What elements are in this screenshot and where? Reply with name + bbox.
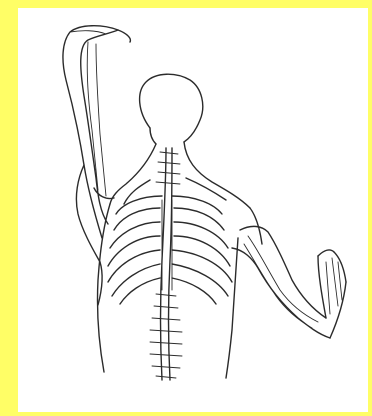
spine-icon [150, 148, 182, 380]
bent-arm-icon [232, 226, 346, 338]
raised-arm-icon [63, 26, 130, 305]
torso-outline-icon [97, 142, 262, 378]
head-icon [140, 74, 203, 144]
